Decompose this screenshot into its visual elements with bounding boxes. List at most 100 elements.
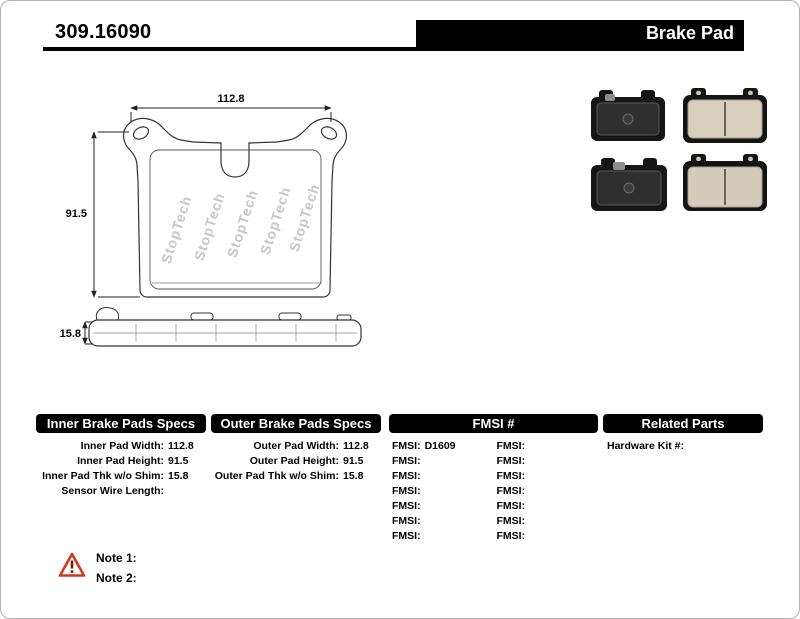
fmsi-entry: FMSI:D1609 (389, 439, 494, 454)
fmsi-label: FMSI: (496, 515, 526, 527)
pad-photo-friction-1 (683, 88, 767, 143)
fmsi-label: FMSI: (496, 485, 526, 497)
dimension-thickness (82, 321, 93, 345)
spec-label: Inner Pad Height: (77, 455, 164, 467)
warning-icon (58, 552, 86, 577)
fmsi-row: FMSI:D1609 FMSI: (389, 439, 598, 454)
dim-height-label: 91.5 (66, 208, 87, 220)
fmsi-entry: FMSI: (494, 454, 599, 469)
spec-value: 91.5 (343, 455, 364, 467)
fmsi-label: FMSI: (496, 455, 526, 467)
fmsi-label: FMSI: (392, 470, 421, 482)
product-photo (591, 88, 767, 211)
page-title: Brake Pad (645, 23, 734, 43)
note-2: Note 2: (96, 571, 137, 585)
spec-label: Outer Pad Thk w/o Shim: (214, 470, 339, 482)
watermark-text: StopTech (158, 193, 195, 265)
fmsi-entry: FMSI: (389, 469, 494, 484)
fmsi-row: FMSI: FMSI: (389, 454, 598, 469)
spec-value: 91.5 (168, 455, 189, 467)
spec-row: Inner Pad Height: 91.5 (36, 454, 206, 469)
fmsi-label: FMSI: (392, 455, 421, 467)
watermark-group: StopTech StopTech StopTech StopTech Stop… (158, 181, 323, 265)
fmsi-row: FMSI: FMSI: (389, 529, 598, 544)
fmsi-entry: FMSI: (494, 469, 599, 484)
fmsi-entry: FMSI: (389, 514, 494, 529)
spec-label: Inner Pad Width: (80, 440, 164, 452)
fmsi-entry: FMSI: (389, 499, 494, 514)
dimension-width (130, 105, 332, 122)
spec-label: Sensor Wire Length: (61, 485, 164, 497)
fmsi-row: FMSI: FMSI: (389, 499, 598, 514)
fmsi-label: FMSI: (392, 500, 421, 512)
fmsi-row: FMSI: FMSI: (389, 469, 598, 484)
spec-value: 15.8 (343, 470, 364, 482)
part-number: 309.16090 (55, 21, 152, 43)
spec-row: Hardware Kit #: (603, 439, 763, 454)
spec-row: Outer Pad Height:91.5 (211, 454, 381, 469)
product-type-bar: Brake Pad (416, 20, 744, 47)
outer-specs-rows: Outer Pad Width: 112.8 Outer Pad Height:9… (211, 433, 381, 484)
note-1: Note 1: (96, 551, 137, 565)
fmsi-value (421, 469, 425, 484)
fmsi-entry: FMSI: (389, 529, 494, 544)
spec-value: 15.8 (168, 470, 189, 482)
fmsi-entry: FMSI: (494, 484, 599, 499)
watermark-text: StopTech (224, 187, 261, 259)
dim-thickness-label: 15.8 (60, 328, 81, 340)
fmsi-value (421, 514, 425, 529)
spec-row: Outer Pad Thk w/o Shim: 15.8 (211, 469, 381, 484)
fmsi-entry: FMSI: (494, 529, 599, 544)
fmsi-entry: FMSI: (389, 484, 494, 499)
pad-side-view (88, 307, 362, 347)
spec-label: Inner Pad Thk w/o Shim: (42, 470, 164, 482)
fmsi-value (525, 514, 529, 529)
brake-pad-technical-drawing: StopTech StopTech StopTech StopTech Stop… (60, 93, 362, 347)
spec-label: Outer Pad Width: (253, 440, 339, 452)
fmsi-row: FMSI: FMSI: (389, 484, 598, 499)
spec-row: Inner Pad Thk w/o Shim: 15.8 (36, 469, 206, 484)
fmsi-label: FMSI: (392, 440, 421, 452)
fmsi-label: FMSI: (496, 530, 526, 542)
fmsi-entry: FMSI: (494, 439, 599, 454)
fmsi-label: FMSI: (392, 485, 421, 497)
spec-value (164, 484, 168, 499)
fmsi-value (525, 439, 529, 454)
inner-specs-header: Inner Brake Pads Specs (36, 414, 206, 433)
inner-specs-column: Inner Brake Pads Specs Inner Pad Width: 1… (36, 414, 206, 499)
fmsi-value (421, 454, 425, 469)
watermark-text: StopTech (191, 190, 228, 262)
fmsi-column: FMSI # FMSI:D1609 FMSI: FMSI: FMSI: FMSI… (389, 414, 598, 544)
fmsi-value (525, 469, 529, 484)
spec-value: 112.8 (168, 440, 194, 452)
fmsi-label: FMSI: (496, 500, 526, 512)
pad-front-view (123, 117, 347, 298)
dimension-height (91, 131, 140, 298)
inner-specs-rows: Inner Pad Width: 112.8 Inner Pad Height: 9… (36, 433, 206, 499)
fmsi-label: FMSI: (496, 440, 526, 452)
header: 309.16090 Brake Pad (43, 17, 744, 51)
fmsi-entry: FMSI: (494, 514, 599, 529)
spec-value: 112.8 (343, 440, 369, 452)
fmsi-value (525, 454, 529, 469)
fmsi-value (525, 529, 529, 544)
fmsi-value (421, 499, 425, 514)
related-parts-column: Related Parts Hardware Kit #: (603, 414, 763, 454)
pad-photo-friction-2 (683, 154, 767, 211)
spec-row: Inner Pad Width: 112.8 (36, 439, 206, 454)
dim-width-label: 112.8 (218, 93, 245, 105)
fmsi-entry: FMSI: (494, 499, 599, 514)
fmsi-value (421, 529, 425, 544)
pad-photo-back-2 (591, 158, 667, 211)
fmsi-value (525, 499, 529, 514)
outer-specs-header: Outer Brake Pads Specs (211, 414, 381, 433)
spec-row: Outer Pad Width: 112.8 (211, 439, 381, 454)
fmsi-entry: FMSI: (389, 454, 494, 469)
spec-row: Sensor Wire Length: (36, 484, 206, 499)
related-parts-rows: Hardware Kit #: (603, 433, 763, 454)
fmsi-label: FMSI: (392, 530, 421, 542)
outer-specs-column: Outer Brake Pads Specs Outer Pad Width: 1… (211, 414, 381, 484)
spec-label: Hardware Kit #: (607, 440, 685, 452)
fmsi-value: D1609 (424, 440, 456, 452)
